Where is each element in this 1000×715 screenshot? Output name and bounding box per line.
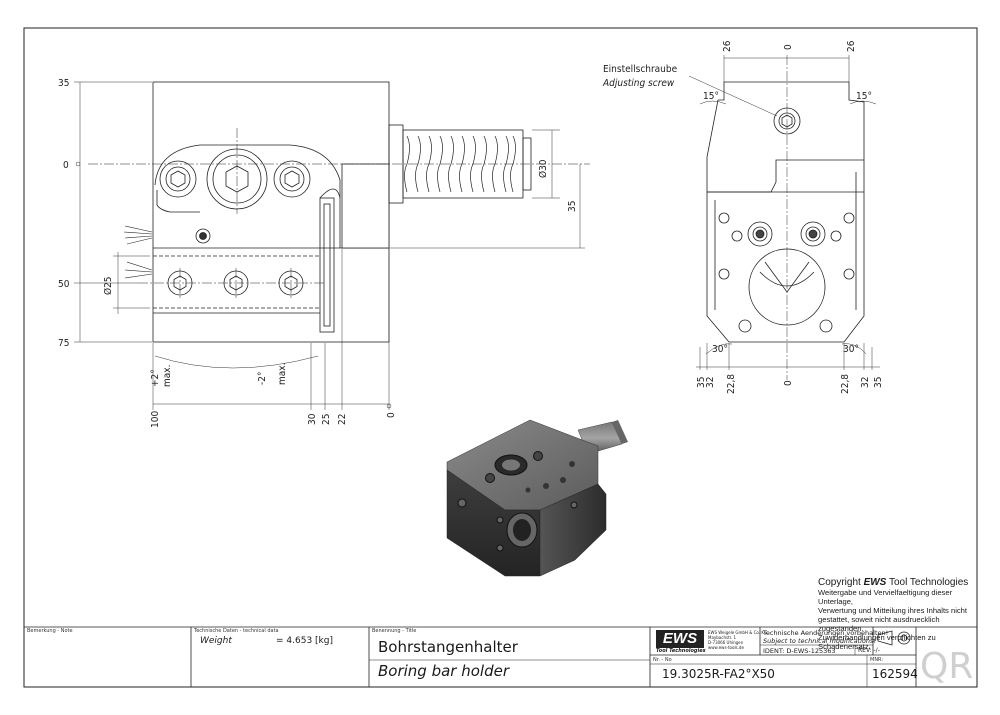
dim-26-left: 26 <box>722 40 733 52</box>
dim-0-bottom: 0 <box>386 412 397 418</box>
front-view-dimensions <box>688 55 880 380</box>
socket-screw <box>273 160 311 198</box>
company-line: Maybachstr. 1 <box>708 635 737 640</box>
dim-25: 25 <box>321 414 332 425</box>
copyright-suffix: Tool Technologies <box>886 577 969 588</box>
note-label: Bemerkung - Note <box>27 628 73 634</box>
angle-minus2: -2° <box>257 372 268 385</box>
dim-32-right: 32 <box>860 377 871 388</box>
copyright-notice: Copyright EWS Tool Technologies Weiterga… <box>818 577 978 651</box>
change-notice-de: Technische Aenderungen vorbehalten! <box>763 629 889 637</box>
ident-number: IDENT: D-EWS-125363 <box>763 647 836 655</box>
side-view <box>88 81 590 343</box>
isometric-render <box>446 419 628 577</box>
tech-data-label: Technische Daten - technical data <box>194 628 279 634</box>
dim-35-left: 35 <box>696 377 707 388</box>
dim-0-front: 0 <box>783 380 794 386</box>
copyright-line: Zuwiderhandlungen verpflichten zu Schade… <box>818 633 936 651</box>
company-address: EWS Weigele GmbH & Co. KG Maybachstr. 1 … <box>708 630 767 650</box>
dim-100: 100 <box>150 411 161 428</box>
dim-35-right: 35 <box>567 201 578 212</box>
front-view-outline <box>706 81 865 343</box>
copyright-line: gestattet, soweit nicht ausdruecklich zu… <box>818 615 940 633</box>
callout-de: Einstellschraube <box>603 64 678 75</box>
projection-symbol-icon <box>877 630 911 646</box>
number-label: Nr. - No <box>653 657 672 663</box>
angle-30-left: 30° <box>712 344 728 355</box>
dim-30: 30 <box>307 413 318 425</box>
mnr-value: 162594 <box>872 667 918 681</box>
dim-22: 22 <box>337 414 348 425</box>
ews-logo-sub: Tool Technologies <box>656 648 706 654</box>
dim-22-8-left: 22,8 <box>726 374 737 394</box>
coolant-spray-icon <box>123 225 153 279</box>
company-line: D-73066 Uhingen <box>708 640 744 645</box>
front-view-labels: 26 0 26 15° 15° 30° 30° 35 32 22,8 0 22,… <box>602 40 884 394</box>
copyright-brand: EWS <box>863 577 887 588</box>
weight-value: = 4.653 [kg] <box>276 636 333 646</box>
dim-35-right: 35 <box>873 377 884 388</box>
qr-placeholder: QR <box>920 646 973 687</box>
dim-50: 50 <box>58 279 70 290</box>
angle-max: max. <box>277 363 288 385</box>
title-en: Boring bar holder <box>378 662 510 680</box>
sheet-border <box>23 27 978 688</box>
part-number: 19.3025R-FA2°X50 <box>662 667 775 681</box>
dim-22-8-right: 22,8 <box>840 374 851 394</box>
dim-32-left: 32 <box>705 377 716 388</box>
side-view-labels: 35 0 50 75 Ø25 Ø30 35 +2° max. -2° max. … <box>58 78 578 428</box>
change-notice-en: Subject to technical modifications! <box>763 637 876 645</box>
socket-screw <box>159 160 197 198</box>
dim-dia30: Ø30 <box>537 159 549 178</box>
dim-0-top: 0 <box>783 44 794 50</box>
angle-15-right: 15° <box>856 91 872 102</box>
copyright-line: Verwertung und Mitteilung ihres Inhalts … <box>818 606 968 615</box>
callout-en: Adjusting screw <box>602 78 675 89</box>
copyright-heading: Copyright EWS Tool Technologies <box>818 577 978 588</box>
title-de: Bohrstangenhalter <box>378 638 518 656</box>
title-block-grid <box>24 626 977 687</box>
title-label: Benennung - Title <box>372 628 417 634</box>
copyright-line: Weitergabe und Vervielfaeltigung dieser … <box>818 588 953 606</box>
dim-0: 0 <box>63 160 69 171</box>
dim-35-top: 35 <box>58 78 69 89</box>
angle-max: max. <box>162 365 173 387</box>
side-view-dimensions <box>74 81 585 410</box>
dim-75: 75 <box>58 338 69 349</box>
ews-logo: EWS <box>656 630 704 648</box>
dim-dia25: Ø25 <box>102 276 114 295</box>
angle-30-right: 30° <box>843 344 859 355</box>
mnr-label: MNR: <box>870 657 884 663</box>
dim-26-right: 26 <box>846 40 857 52</box>
front-view <box>706 81 865 343</box>
angle-15-left: 15° <box>703 91 719 102</box>
company-line: EWS Weigele GmbH & Co. KG <box>708 630 768 635</box>
weight-label: Weight <box>200 636 232 646</box>
revision: REV: -/- <box>858 647 880 654</box>
copyright-prefix: Copyright <box>818 577 864 588</box>
angle-plus2: +2° <box>150 369 161 387</box>
company-line: www.ews-tools.de <box>708 645 744 650</box>
